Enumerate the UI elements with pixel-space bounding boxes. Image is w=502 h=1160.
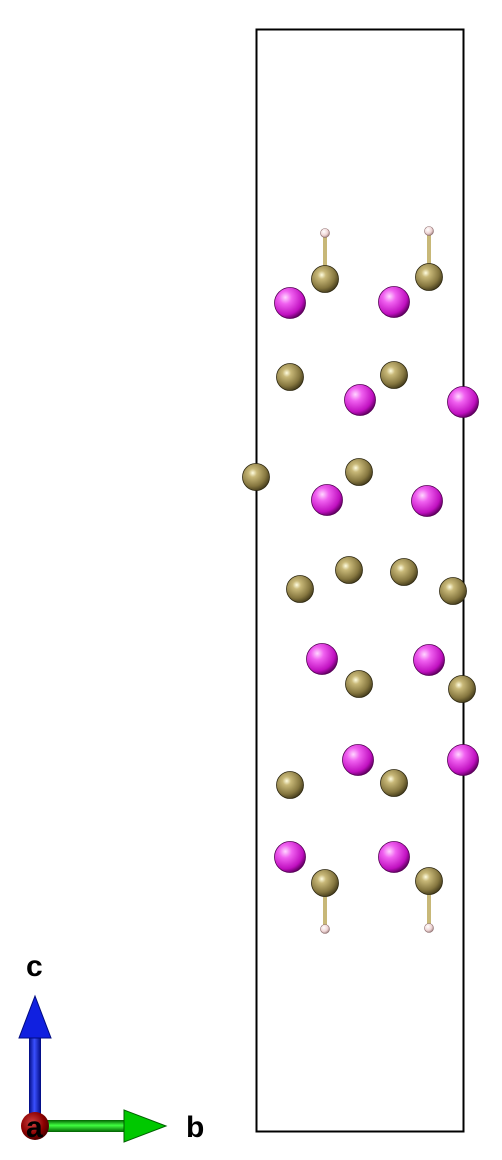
metal-atom (274, 287, 306, 319)
nonmetal-atom (390, 558, 418, 586)
nonmetal-atom (448, 675, 476, 703)
metal-atom (413, 644, 445, 676)
nonmetal-atom (415, 263, 443, 291)
metal-atom (447, 744, 479, 776)
nonmetal-atom (286, 575, 314, 603)
hydrogen-atoms (320, 226, 434, 934)
c-axis-shaft (29, 1034, 41, 1126)
nonmetal-atom (276, 771, 304, 799)
metal-atom (411, 485, 443, 517)
nonmetal-atom (311, 265, 339, 293)
nonmetal-atom (311, 869, 339, 897)
unit-cell-outline (255, 28, 465, 1133)
metal-atom (344, 384, 376, 416)
metal-atoms (274, 286, 479, 873)
nonmetal-atom (415, 867, 443, 895)
hydrogen-atom (424, 923, 434, 933)
nonmetal-atoms (242, 263, 476, 897)
hydrogen-atom (320, 228, 330, 238)
nonmetal-atom (345, 670, 373, 698)
metal-atom (342, 744, 374, 776)
nonmetal-atom (439, 577, 467, 605)
b-axis-arrowhead (123, 1109, 168, 1143)
metal-atom (306, 643, 338, 675)
nonmetal-atom (380, 361, 408, 389)
metal-atom (274, 841, 306, 873)
hydrogen-atom (424, 226, 434, 236)
a-axis-origin (21, 1112, 49, 1140)
metal-atom (447, 386, 479, 418)
nonmetal-atom (276, 363, 304, 391)
hydrogen-atom (320, 924, 330, 934)
nonmetal-atom (345, 458, 373, 486)
c-axis-arrowhead (18, 994, 52, 1039)
b-axis-shaft (40, 1120, 128, 1132)
nonmetal-atom (380, 769, 408, 797)
c-axis-label: c (26, 950, 43, 983)
nonmetal-atom (335, 556, 363, 584)
nonmetal-atom (242, 463, 270, 491)
metal-atom (378, 841, 410, 873)
metal-atom (311, 484, 343, 516)
a-axis-label: a (26, 1111, 43, 1144)
metal-atom (378, 286, 410, 318)
b-axis-label: b (186, 1111, 204, 1144)
axis-triad: c b a (18, 950, 204, 1144)
